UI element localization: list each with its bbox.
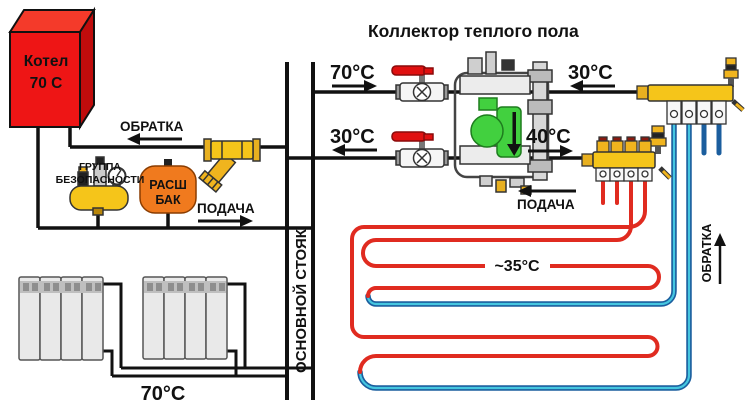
strainer-body bbox=[210, 140, 254, 160]
page-title: Коллектор теплого пола bbox=[368, 21, 579, 41]
tank-nipple bbox=[164, 159, 172, 168]
arrow-supply-to-floor bbox=[518, 185, 576, 197]
bypass-flow-down-arrow bbox=[507, 112, 521, 156]
supply-manifold-outlets bbox=[595, 167, 653, 182]
arrow-supply-70 bbox=[332, 80, 377, 92]
safety-group-body bbox=[69, 185, 129, 211]
expansion-tank-label-line2: БАК bbox=[155, 193, 181, 207]
floor-heating-loops bbox=[350, 122, 722, 391]
supply-manifold bbox=[581, 125, 672, 182]
supply-label-right: ПОДАЧА bbox=[517, 197, 575, 212]
radiator-pipes bbox=[103, 282, 313, 378]
return-label-right: ОБРАТКА bbox=[700, 224, 714, 283]
return-manifold-bar bbox=[647, 84, 734, 102]
riser-label: ОСНОВНОЙ СТОЯК bbox=[292, 228, 310, 373]
strainer-flange-left bbox=[203, 138, 212, 162]
return-manifold-outlets bbox=[666, 100, 727, 125]
bypass-frame bbox=[453, 71, 550, 179]
safety-group-label-line2: БЕЗОПАСНОСТИ bbox=[56, 174, 145, 186]
expansion-tank bbox=[139, 159, 197, 214]
safety-group-outlet bbox=[92, 207, 104, 216]
radiator2-top-pipe bbox=[227, 282, 247, 368]
mixed-temp-label: 40°C bbox=[526, 126, 571, 148]
radiator1-top-pipe bbox=[103, 282, 123, 368]
expansion-tank-label-line1: РАСШ bbox=[149, 178, 187, 192]
supply-label-left: ПОДАЧА bbox=[197, 201, 255, 216]
return-label-top: ОБРАТКА bbox=[120, 119, 184, 134]
boiler-label-line2: 70 С bbox=[30, 75, 63, 92]
unit-top-assembly bbox=[459, 75, 531, 95]
supply-manifold-bar bbox=[592, 151, 656, 169]
flow-arrows bbox=[127, 80, 726, 284]
radiator1-bottom-pipe bbox=[103, 349, 114, 376]
boiler-label-line1: Котел bbox=[24, 53, 69, 70]
arrow-return-30-left bbox=[332, 144, 377, 156]
supply-manifold-valves bbox=[596, 136, 652, 154]
radiator2-bottom-pipe bbox=[227, 349, 238, 376]
supply-temp-label: 70°C bbox=[330, 62, 375, 84]
return-temp-label: 30°C bbox=[330, 126, 375, 148]
safety-group bbox=[69, 156, 129, 216]
floor-loop-lower bbox=[350, 178, 660, 374]
ball-valve-return bbox=[391, 131, 449, 168]
safety-group-label-line1: ГРУППА bbox=[79, 161, 121, 173]
floor-temp-label: ~35°C bbox=[494, 258, 540, 275]
arrow-supply-from-boiler bbox=[198, 215, 253, 227]
strainer-flange-right bbox=[252, 138, 261, 162]
floor-return-pipes bbox=[357, 122, 722, 391]
radiators bbox=[18, 276, 228, 361]
safety-valve-cap bbox=[95, 156, 105, 165]
radiator-temp-label: 70°C bbox=[141, 383, 186, 405]
air-vent-cap bbox=[78, 166, 88, 173]
floor-loop-upper bbox=[361, 178, 661, 298]
expansion-tank-body bbox=[139, 165, 197, 214]
arrow-return-to-boiler bbox=[127, 133, 182, 145]
ball-valve-supply bbox=[391, 65, 449, 102]
boiler bbox=[8, 6, 96, 131]
radiator-2 bbox=[142, 276, 228, 360]
return-manifold bbox=[636, 57, 745, 125]
arrow-return-30-right bbox=[570, 80, 615, 92]
arrow-floor-return-up bbox=[714, 233, 726, 284]
boiler-side-face bbox=[79, 6, 95, 131]
collector-return-temp-label: 30°C bbox=[568, 62, 613, 84]
floor-temp-backdrop bbox=[485, 254, 550, 275]
radiator-1 bbox=[18, 276, 104, 361]
pipe-network bbox=[36, 62, 637, 400]
mixing-unit bbox=[453, 51, 553, 195]
valve-handle bbox=[391, 65, 427, 76]
strainer-filter-icon bbox=[198, 138, 261, 193]
floor-supply-pipes bbox=[350, 178, 661, 374]
boiler-front-face bbox=[9, 31, 81, 128]
valve-handle bbox=[391, 131, 427, 142]
arrow-mixed-40 bbox=[528, 145, 573, 157]
